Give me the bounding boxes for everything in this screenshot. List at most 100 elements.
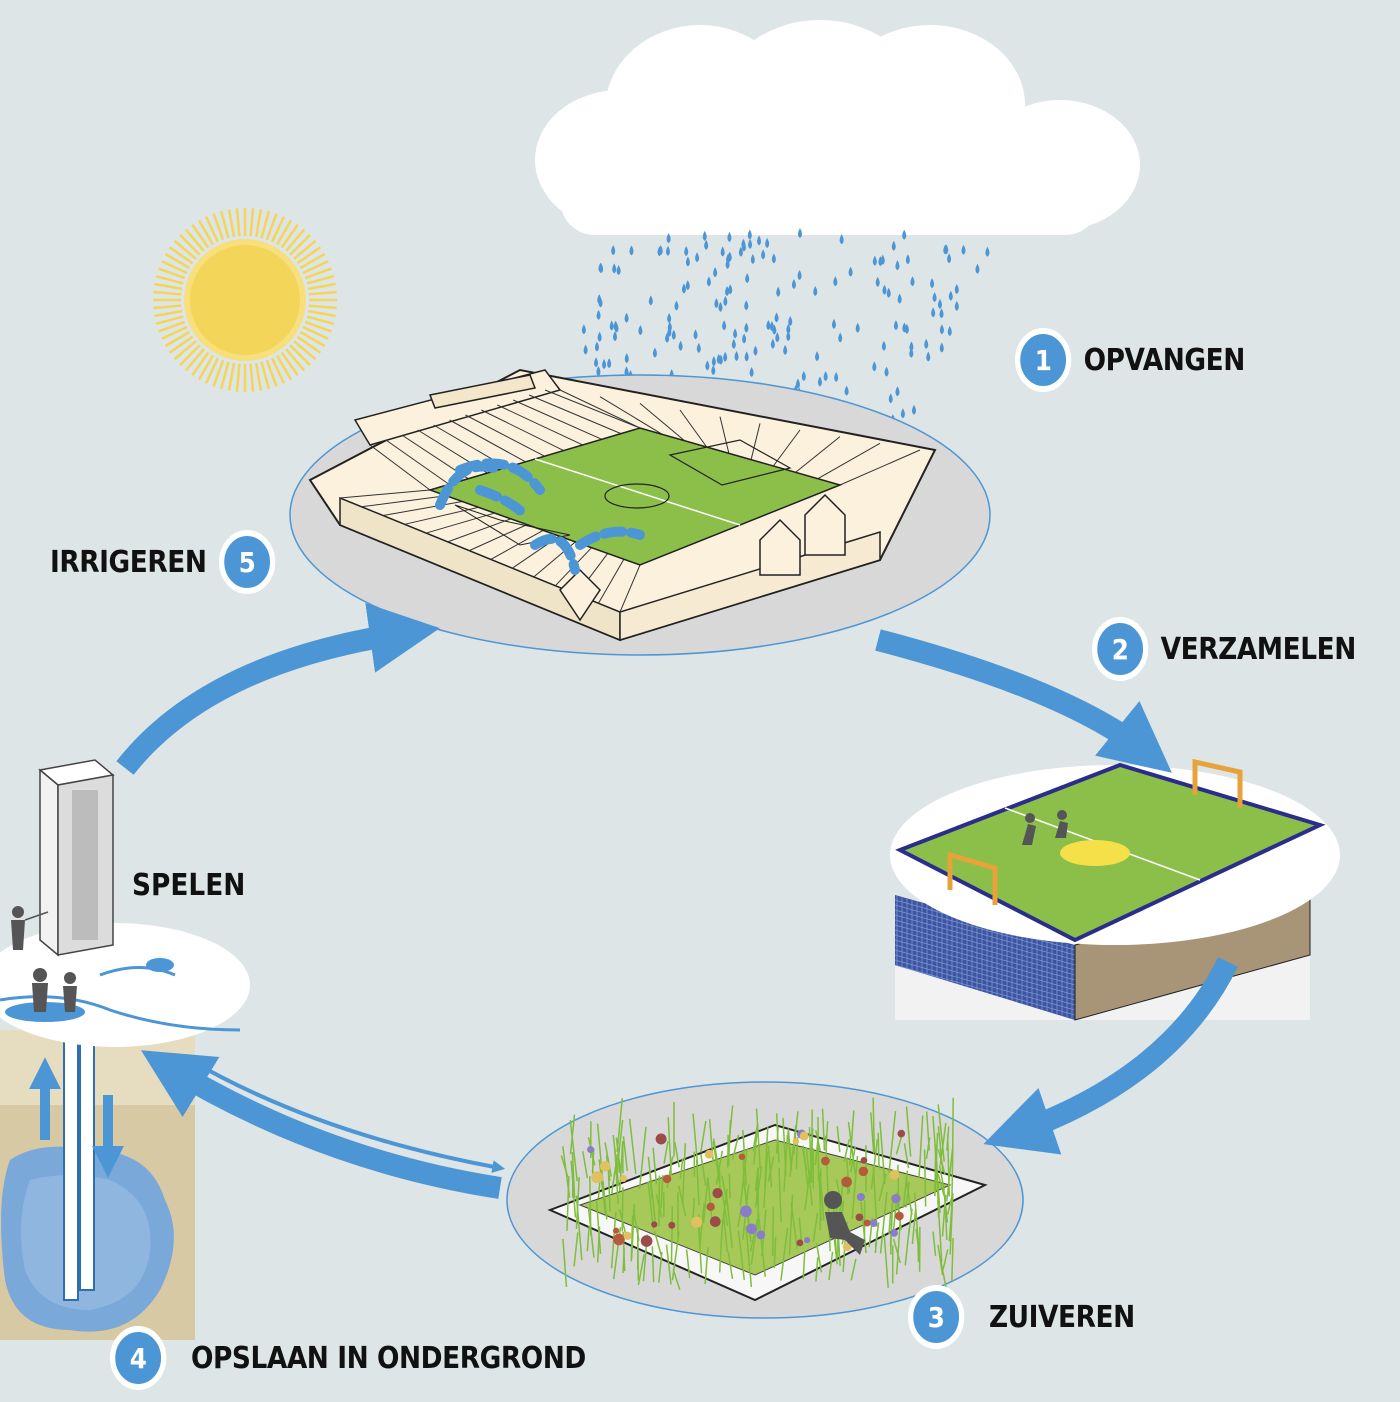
rain-drop: [718, 301, 723, 312]
rain-drop: [902, 229, 907, 240]
rain-drop: [770, 338, 775, 349]
rain-drop: [612, 331, 617, 342]
rain-drop: [723, 351, 728, 362]
rain-drop: [909, 347, 914, 358]
step-label-text: VERZAMELEN: [1160, 631, 1357, 667]
rain-drop: [744, 322, 749, 333]
rain-drop: [791, 278, 796, 289]
cloud-icon: [535, 20, 1140, 235]
rain-drop: [594, 357, 599, 368]
rain-drop: [596, 366, 601, 377]
rain-drop: [616, 265, 621, 276]
step-number-badge: 4: [110, 1326, 167, 1390]
rain-drop: [776, 286, 781, 297]
rain-drop: [597, 331, 602, 342]
rain-drop: [599, 263, 604, 274]
rain-drop: [728, 284, 733, 295]
rain-drop: [797, 228, 802, 239]
stadium-illustration: [289, 368, 991, 656]
rain-drop: [725, 285, 730, 296]
step-opvangen: 1 OPVANGEN: [1015, 328, 1245, 392]
rain-drop: [583, 344, 588, 355]
rain-drop: [765, 238, 770, 249]
spelen-label: SPELEN: [132, 868, 246, 903]
rain-drop: [750, 254, 755, 265]
arrow-verzamelen: [875, 629, 1172, 773]
rain-drop: [886, 287, 891, 298]
rain-drop: [954, 284, 959, 295]
rain-drop: [749, 367, 754, 378]
rain-drop: [954, 300, 959, 311]
rain-drop: [939, 342, 944, 353]
cycle-arrows: [116, 602, 1238, 1199]
rain-drop: [855, 322, 860, 333]
step-label-text: OPSLAAN IN ONDERGROND: [190, 1340, 586, 1376]
rain-drop: [713, 267, 718, 278]
rain-drop: [813, 286, 818, 297]
rain-drop: [705, 360, 710, 371]
rain-drop: [939, 324, 944, 335]
mini-pitch-illustration: [890, 758, 1340, 1021]
rain-drop: [786, 330, 791, 341]
rain-drop: [741, 238, 746, 249]
rain-drop: [704, 239, 709, 250]
step-irrigeren: IRRIGEREN 5: [50, 530, 276, 594]
rain-drop: [695, 252, 700, 263]
rain-drop: [944, 244, 949, 255]
rain-drop: [581, 324, 586, 335]
rain-drop: [738, 246, 743, 257]
rain-drop: [607, 358, 612, 369]
rain-drop: [939, 308, 944, 319]
rain-drop: [930, 278, 935, 289]
step-zuiveren: 3 ZUIVEREN: [908, 1285, 1135, 1349]
rain-drops: [567, 228, 990, 443]
rain-drop: [909, 341, 914, 352]
rain-drop: [722, 320, 727, 331]
rain-drop: [693, 329, 698, 340]
sun-icon: [153, 208, 337, 392]
rain-drop: [838, 332, 843, 343]
rain-drop: [961, 244, 966, 255]
rain-drop: [594, 341, 599, 352]
rain-drop: [723, 295, 728, 306]
rain-drop: [716, 353, 721, 364]
step-number-badge: 2: [1092, 617, 1149, 681]
rain-drop: [666, 233, 671, 244]
rain-drop: [602, 359, 607, 370]
rain-drop: [696, 342, 701, 353]
rain-drop: [947, 253, 952, 264]
rain-drop: [926, 351, 931, 362]
rain-drop: [745, 273, 750, 284]
rain-drop: [596, 309, 601, 320]
rain-drop: [711, 364, 716, 375]
rain-drop: [948, 290, 953, 301]
arrow-return-thin: [189, 1058, 506, 1173]
step-label-text: ZUIVEREN: [988, 1299, 1135, 1335]
rain-drop: [731, 338, 736, 349]
rain-drop: [611, 245, 616, 256]
rain-drop: [678, 340, 683, 351]
rain-drop: [727, 251, 732, 262]
rain-drop: [725, 258, 730, 269]
rain-drop: [839, 234, 844, 245]
rain-drop: [613, 320, 618, 331]
rain-drop: [648, 295, 653, 306]
rain-drop: [685, 280, 690, 291]
rain-drop: [882, 284, 887, 295]
rain-drop: [667, 313, 672, 324]
rain-drop: [788, 316, 793, 327]
rain-drop: [823, 371, 828, 382]
rain-drop: [831, 318, 836, 329]
rain-drop: [884, 366, 889, 377]
rain-drop: [674, 300, 679, 311]
rain-drop: [766, 320, 771, 331]
rain-drop: [895, 386, 900, 397]
rain-drop: [848, 266, 853, 277]
rain-drop: [815, 351, 820, 362]
rain-drop: [771, 253, 776, 264]
rain-drop: [900, 408, 905, 419]
rain-drop: [624, 366, 629, 377]
rain-drop: [772, 324, 777, 335]
rain-drop: [681, 283, 686, 294]
step-number-badge: 5: [218, 530, 276, 594]
